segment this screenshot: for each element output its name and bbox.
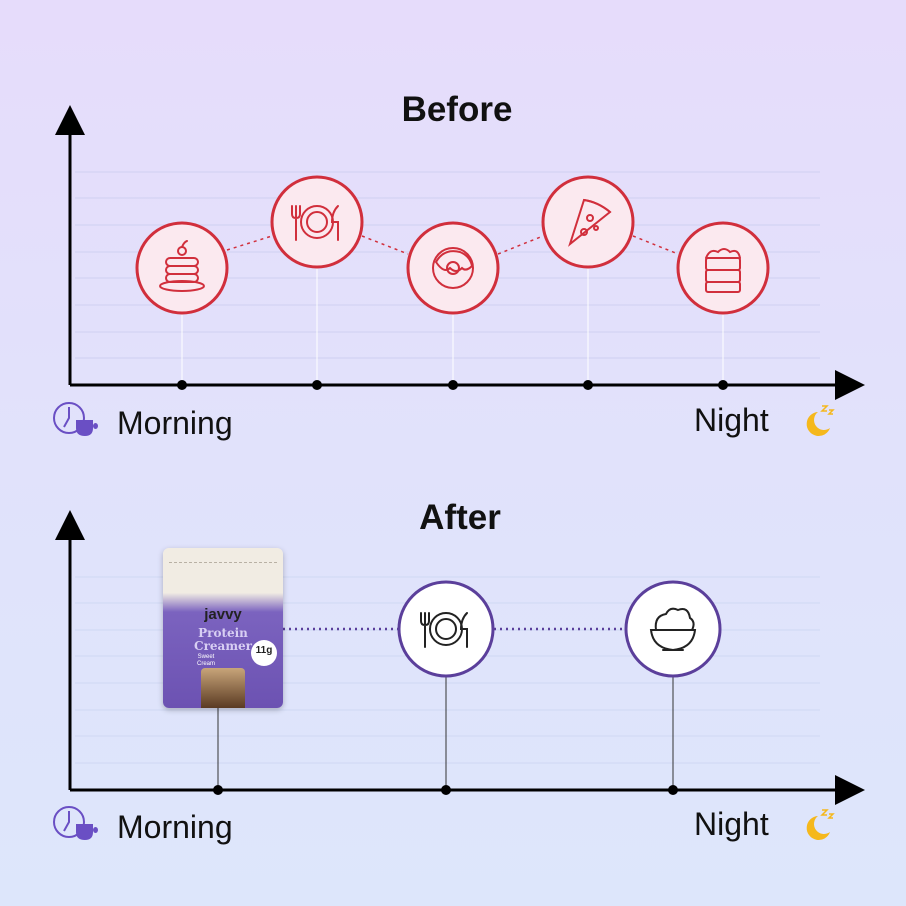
package-top-seal (169, 562, 277, 565)
before-night-label: Night (694, 402, 769, 438)
product-brand: javvy (204, 606, 242, 623)
donut-icon (406, 221, 500, 315)
iced-coffee-image (201, 668, 245, 708)
protein-badge: 11g (251, 640, 277, 666)
clock-coffee-icon (53, 402, 85, 838)
before-connector (226, 235, 679, 255)
pizza-slice-icon (541, 175, 635, 269)
before-title: Before (401, 90, 513, 129)
product-name-line1: Protein (198, 626, 248, 640)
after-title: After (419, 498, 501, 537)
protein-creamer-package: javvy Protein Creamer Sweet Cream 11g (163, 548, 283, 708)
before-morning-label: Morning (117, 405, 233, 441)
product-flavor: Sweet Cream (196, 654, 215, 667)
after-night-label: Night (694, 806, 769, 842)
plate-fork-knife-icon (270, 175, 364, 269)
after-morning-label: Morning (117, 809, 233, 845)
cake-icon (676, 221, 770, 315)
product-name-line2: Creamer (194, 639, 252, 653)
moon-icon (806, 412, 830, 840)
pancakes-icon (135, 221, 229, 315)
plate-fork-knife-icon (397, 580, 495, 678)
